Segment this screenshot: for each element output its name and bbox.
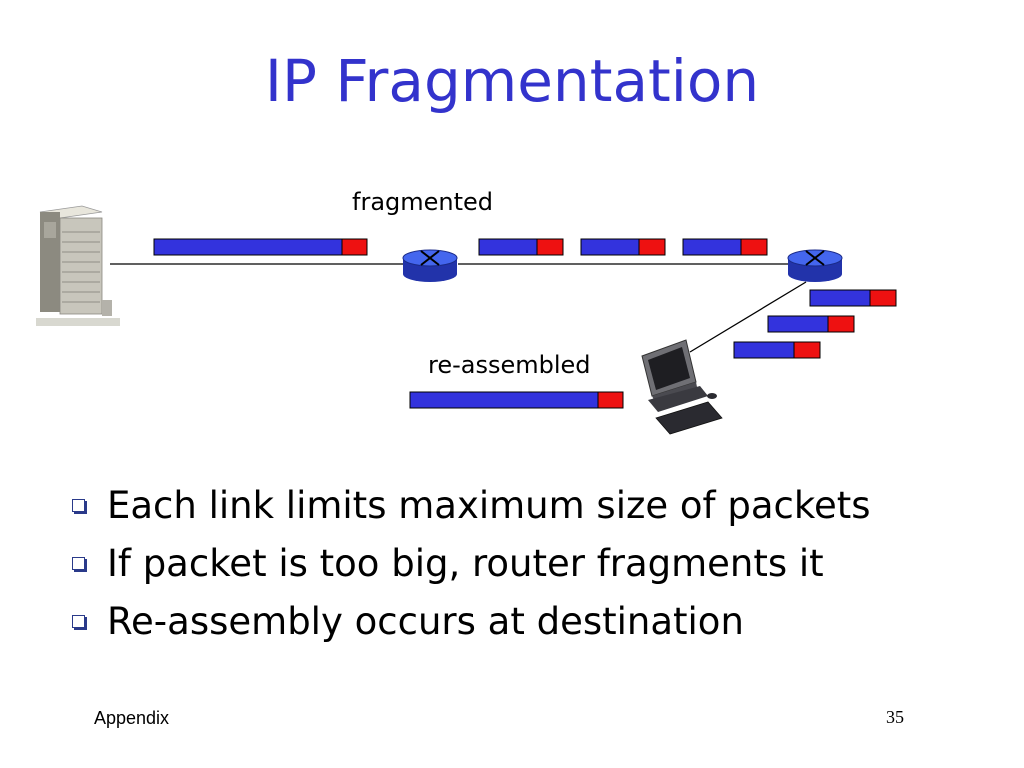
router-icon bbox=[787, 249, 843, 282]
bullet-text: Each link limits maximum size of packets bbox=[107, 483, 871, 527]
bullet-text: Re-assembly occurs at destination bbox=[107, 599, 744, 643]
packet-fragment bbox=[767, 315, 855, 333]
packet-fragment bbox=[682, 238, 768, 256]
packet-reassembled bbox=[409, 391, 624, 409]
bullet-item: Each link limits maximum size of packets bbox=[72, 476, 871, 534]
bullet-list: Each link limits maximum size of packets… bbox=[72, 476, 871, 650]
bullet-text: If packet is too big, router fragments i… bbox=[107, 541, 824, 585]
slide-title: IP Fragmentation bbox=[264, 47, 760, 115]
bullet-item: Re-assembly occurs at destination bbox=[72, 592, 871, 650]
packet-original bbox=[153, 238, 368, 256]
packet-fragment bbox=[809, 289, 897, 307]
label-fragmented: fragmented bbox=[352, 188, 494, 216]
square-bullet-icon bbox=[72, 614, 85, 628]
square-bullet-icon bbox=[72, 556, 85, 570]
server-icon bbox=[36, 205, 120, 326]
link-router2-host bbox=[689, 281, 807, 353]
footer-label: Appendix bbox=[94, 708, 170, 728]
fragmentation-diagram bbox=[36, 205, 897, 435]
page-number: 35 bbox=[886, 707, 904, 727]
bullet-item: If packet is too big, router fragments i… bbox=[72, 534, 871, 592]
packet-fragment bbox=[478, 238, 564, 256]
label-reassembled: re-assembled bbox=[428, 351, 591, 379]
packet-fragment bbox=[733, 341, 821, 359]
packet-fragment bbox=[580, 238, 666, 256]
computer-icon bbox=[641, 339, 723, 435]
square-bullet-icon bbox=[72, 498, 85, 512]
router-icon bbox=[402, 249, 458, 282]
